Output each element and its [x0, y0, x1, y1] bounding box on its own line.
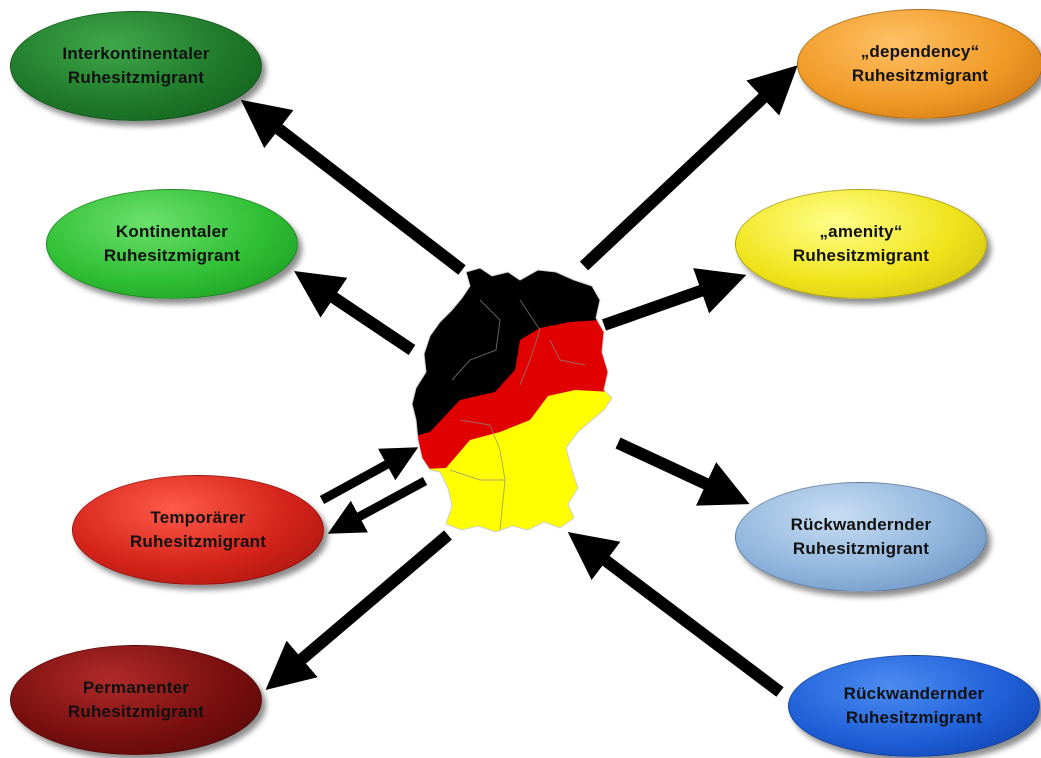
- node-kontinentaler-ruhesitzmigrant: Kontinentaler Ruhesitzmigrant: [46, 189, 298, 299]
- node-label-line1: „dependency“: [860, 42, 980, 61]
- node-permanenter-ruhesitzmigrant: Permanenter Ruhesitzmigrant: [10, 645, 262, 755]
- node-label-line1: Kontinentaler: [115, 222, 229, 241]
- node-interkontinentaler-ruhesitzmigrant: Interkontinentaler Ruhesitzmigrant: [10, 11, 262, 121]
- arrow-to-kontinental: [294, 270, 416, 355]
- node-rueckwandernder-ruhesitzmigrant-outbound: Rückwandernder Ruhesitzmigrant: [735, 482, 987, 592]
- node-dependency-ruhesitzmigrant: „dependency“ Ruhesitzmigrant: [797, 9, 1041, 119]
- germany-map-icon: [411, 267, 613, 533]
- arrow-temp-out: [327, 477, 428, 534]
- arrow-to-permanent: [265, 530, 452, 690]
- node-temporaerer-ruhesitzmigrant: Temporärer Ruhesitzmigrant: [72, 475, 324, 585]
- arrow-to-rueckwandernd-1: [615, 437, 750, 506]
- node-label-line2: Ruhesitzmigrant: [792, 539, 930, 558]
- node-rueckwandernder-ruhesitzmigrant-inbound: Rückwandernder Ruhesitzmigrant: [788, 655, 1040, 757]
- node-label-line2: Ruhesitzmigrant: [792, 246, 930, 265]
- arrow-to-amenity: [602, 268, 747, 331]
- arrow-to-dependency: [579, 65, 798, 271]
- node-label-line1: Permanenter: [82, 678, 190, 697]
- node-label-line1: Temporärer: [150, 508, 246, 527]
- node-label-line1: Rückwandernder: [790, 515, 932, 534]
- arrow-temp-in: [319, 447, 419, 504]
- node-label-line2: Ruhesitzmigrant: [67, 68, 205, 87]
- node-amenity-ruhesitzmigrant: „amenity“ Ruhesitzmigrant: [735, 189, 987, 299]
- node-label-line2: Ruhesitzmigrant: [103, 246, 241, 265]
- node-label-line2: Ruhesitzmigrant: [67, 702, 205, 721]
- arrow-from-rueckwandernd-2: [567, 531, 784, 697]
- node-label-line2: Ruhesitzmigrant: [845, 708, 983, 727]
- arrow-to-interkontinental: [240, 99, 466, 275]
- node-label-line1: „amenity“: [819, 222, 903, 241]
- node-label-line2: Ruhesitzmigrant: [851, 66, 989, 85]
- node-label-line1: Rückwandernder: [843, 684, 985, 703]
- node-label-line1: Interkontinentaler: [62, 44, 210, 63]
- node-label-line2: Ruhesitzmigrant: [129, 532, 267, 551]
